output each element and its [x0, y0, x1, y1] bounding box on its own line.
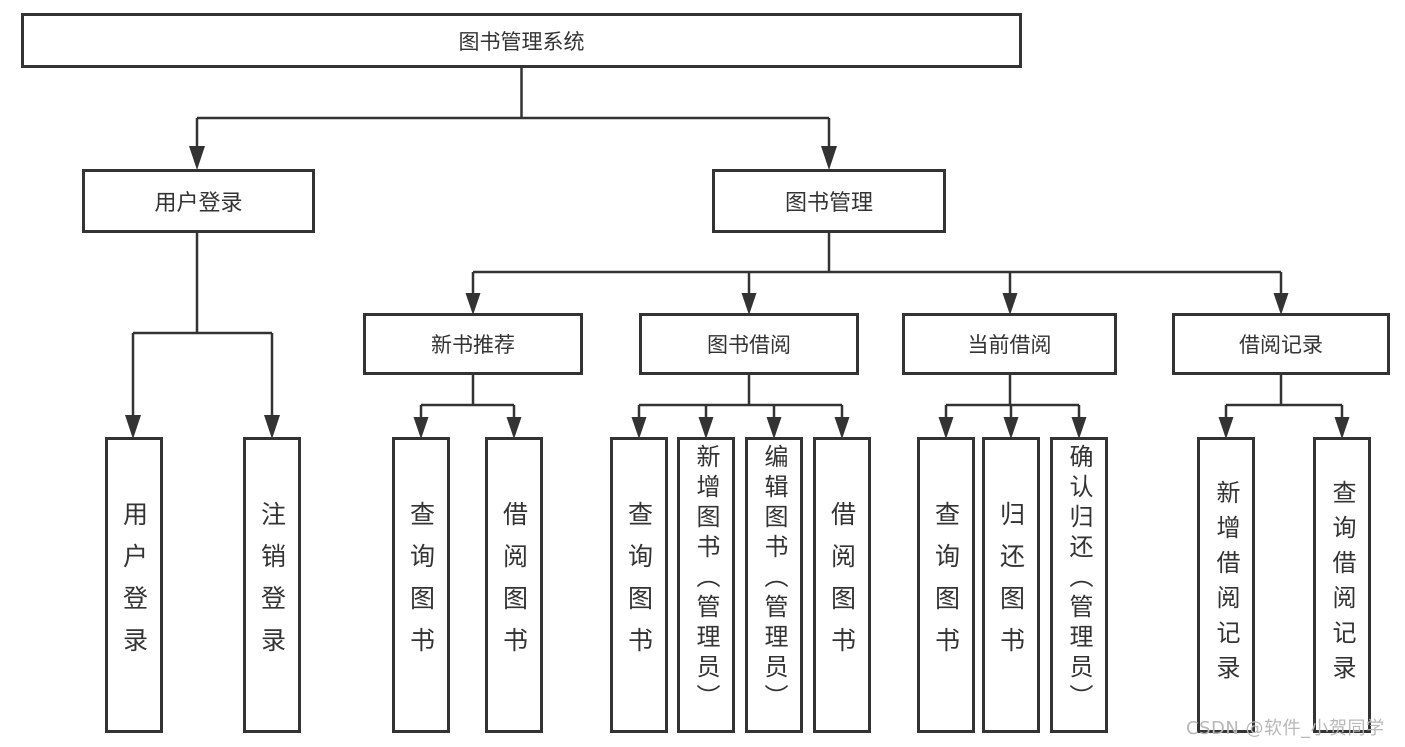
leaf-query-borrow-record: 查询借阅记录	[1313, 437, 1371, 733]
leaf-return-book: 归还图书	[982, 437, 1040, 733]
connector-current-borrow	[938, 375, 1087, 439]
leaf-user-login: 用户登录	[105, 437, 163, 733]
leaf-query-book-borrow: 查询图书	[610, 437, 668, 733]
leaf-confirm-return-admin-label: 确认归还（管理员）	[1065, 444, 1093, 714]
leaf-query-book-current: 查询图书	[917, 437, 975, 733]
leaf-query-book-current-label: 查询图书	[931, 501, 961, 669]
node-current-borrowing: 当前借阅	[902, 313, 1117, 375]
leaf-borrow-book-label: 借阅图书	[827, 501, 857, 669]
leaf-logout: 注销登录	[243, 437, 301, 733]
leaf-edit-book-admin: 编辑图书（管理员）	[745, 437, 803, 733]
leaf-add-book-admin: 新增图书（管理员）	[677, 437, 735, 733]
leaf-query-book-borrow-label: 查询图书	[624, 501, 654, 669]
node-borrowing-records: 借阅记录	[1172, 313, 1390, 375]
leaf-query-borrow-record-label: 查询借阅记录	[1328, 480, 1356, 690]
leaf-confirm-return-admin: 确认归还（管理员）	[1050, 437, 1108, 733]
connector-borrow-record	[1218, 375, 1350, 439]
leaf-borrow-book-recommend-label: 借阅图书	[499, 501, 529, 669]
leaf-add-book-admin-label: 新增图书（管理员）	[692, 444, 720, 714]
connector-book-mgmt	[465, 231, 1289, 315]
leaf-borrow-book: 借阅图书	[813, 437, 871, 733]
csdn-watermark: CSDN @软件_小贺同学	[1186, 718, 1385, 739]
leaf-query-book-recommend: 查询图书	[392, 437, 450, 733]
leaf-borrow-book-recommend: 借阅图书	[485, 437, 543, 733]
leaf-query-book-recommend-label: 查询图书	[406, 501, 436, 669]
leaf-logout-label: 注销登录	[257, 501, 287, 669]
node-library-management-system: 图书管理系统	[21, 13, 1022, 68]
connector-root	[189, 66, 837, 170]
node-new-book-recommendation: 新书推荐	[363, 313, 583, 375]
leaf-add-borrow-record-label: 新增借阅记录	[1212, 480, 1240, 690]
node-user-login: 用户登录	[82, 169, 315, 233]
connector-book-borrow	[631, 375, 850, 439]
connector-new-book-rec	[413, 375, 522, 439]
leaf-return-book-label: 归还图书	[996, 501, 1026, 669]
node-book-management: 图书管理	[712, 169, 946, 233]
node-book-borrowing: 图书借阅	[639, 313, 859, 375]
connector-user-login	[125, 231, 280, 439]
leaf-user-login-label: 用户登录	[119, 501, 149, 669]
leaf-add-borrow-record: 新增借阅记录	[1197, 437, 1255, 733]
leaf-edit-book-admin-label: 编辑图书（管理员）	[760, 444, 788, 714]
